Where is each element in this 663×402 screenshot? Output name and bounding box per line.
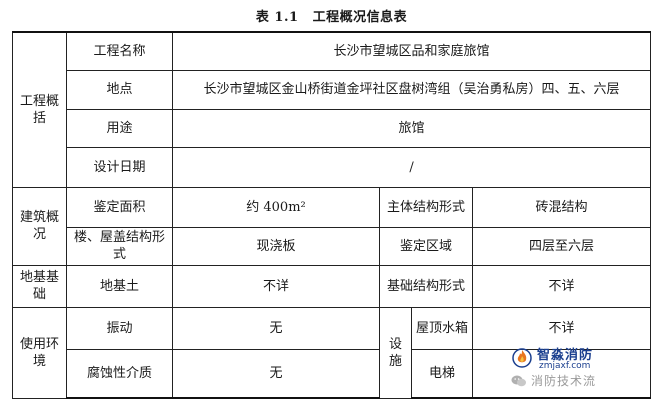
- caption-title: 工程概况信息表: [312, 10, 408, 25]
- watermark-name: 智淼消防: [537, 348, 594, 363]
- group-facilities: 设施: [379, 306, 412, 399]
- value-vibration: 无: [172, 306, 380, 350]
- value-foundation-structure: 不详: [471, 264, 652, 308]
- value-project-name: 长沙市望城区品和家庭旅馆: [171, 31, 652, 71]
- label-foundation-soil: 地基土: [66, 264, 173, 308]
- table-row: 地基基础 地基土 不详 基础结构形式 不详: [12, 264, 652, 308]
- value-roof-tank: 不详: [471, 306, 652, 350]
- label-design-date: 设计日期: [66, 146, 173, 188]
- label-vibration: 振动: [66, 306, 173, 350]
- label-roof-tank: 屋顶水箱: [411, 306, 473, 350]
- watermark-domain: zmjaxf.com: [539, 361, 591, 371]
- flame-logo-icon: [512, 348, 532, 368]
- wechat-icon: [511, 375, 526, 387]
- value-elevator: [471, 348, 652, 399]
- label-area: 鉴定面积: [66, 186, 173, 228]
- value-use: 旅馆: [171, 108, 652, 148]
- table-row: 地点 长沙市望城区金山桥街道金坪社区盘树湾组（吴治勇私房）四、五、六层: [13, 69, 652, 110]
- value-location: 长沙市望城区金山桥街道金坪社区盘树湾组（吴治勇私房）四、五、六层: [171, 69, 652, 110]
- label-appraisal-zone: 鉴定区域: [379, 226, 473, 266]
- label-elevator: 电梯: [411, 348, 473, 399]
- table-row: 建筑概况 鉴定面积 约 400m² 主体结构形式 砖混结构: [12, 186, 652, 266]
- table-row: 楼、屋盖结构形式 现浇板 鉴定区域 四层至六层: [13, 226, 652, 266]
- watermark-handle: 消防技术流: [531, 374, 597, 388]
- label-project-name: 工程名称: [66, 31, 173, 71]
- group-building-overview: 建筑概况: [12, 186, 67, 266]
- label-foundation-structure: 基础结构形式: [379, 264, 473, 308]
- value-appraisal-zone: 四层至六层: [471, 226, 652, 266]
- value-main-structure: 砖混结构: [471, 186, 652, 228]
- caption-number: 表 1.1: [255, 10, 299, 25]
- label-corrosive-medium: 腐蚀性介质: [66, 348, 173, 399]
- group-foundation: 地基基础: [12, 264, 67, 308]
- project-info-table: 工程概括 工程名称 长沙市望城区品和家庭旅馆 地点 长沙市望城区金山桥街道金坪社…: [12, 31, 652, 399]
- label-floor-roof: 楼、屋盖结构形式: [66, 226, 173, 266]
- table-row: 腐蚀性介质 无 电梯: [13, 348, 652, 399]
- label-location: 地点: [66, 69, 173, 110]
- label-main-structure: 主体结构形式: [379, 186, 473, 228]
- watermark: 智淼消防 zmjaxf.com 消防技术流: [507, 344, 657, 394]
- table-row: 设计日期 /: [13, 146, 652, 188]
- value-floor-roof: 现浇板: [172, 226, 380, 266]
- table-row: 使用环境 振动 无 设施 屋顶水箱 不详: [12, 306, 652, 399]
- table-row: 工程概括 工程名称 长沙市望城区品和家庭旅馆: [12, 31, 652, 188]
- value-foundation-soil: 不详: [172, 264, 380, 308]
- table-row: 用途 旅馆: [13, 108, 652, 148]
- value-corrosive-medium: 无: [172, 348, 380, 399]
- table-caption: 表 1.1 工程概况信息表: [0, 6, 663, 25]
- value-design-date: /: [171, 146, 652, 188]
- group-project-overview: 工程概括: [12, 31, 67, 188]
- group-environment: 使用环境: [12, 306, 67, 399]
- label-use: 用途: [66, 108, 173, 148]
- value-area: 约 400m²: [172, 186, 380, 228]
